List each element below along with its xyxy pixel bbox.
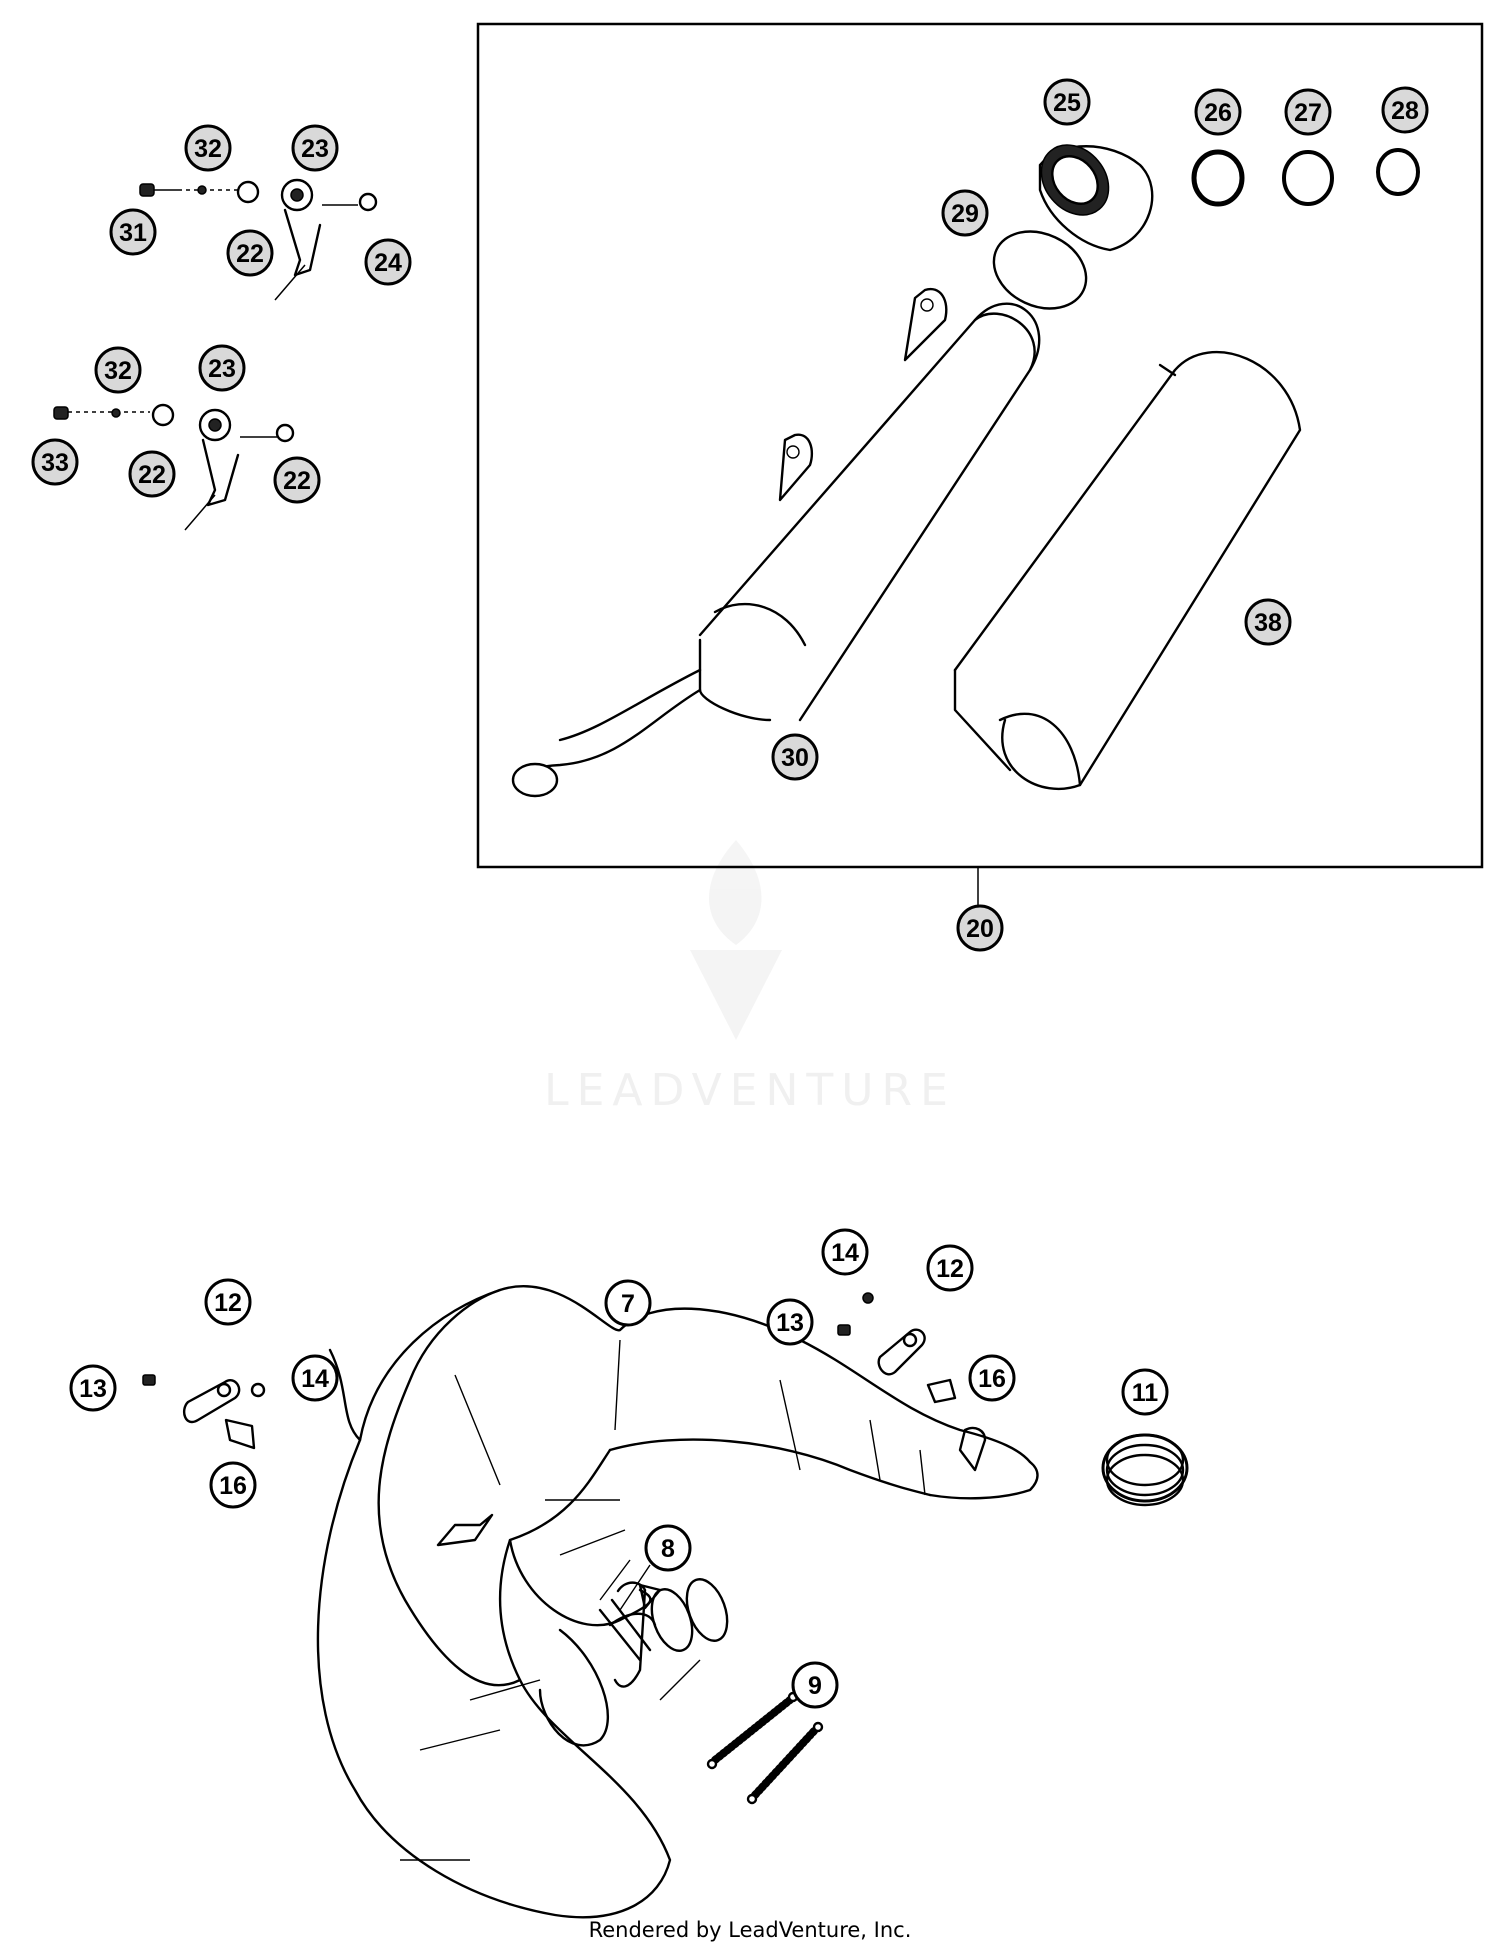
svg-text:7: 7 — [621, 1290, 635, 1318]
svg-text:12: 12 — [214, 1289, 242, 1317]
svg-text:26: 26 — [1204, 99, 1232, 127]
svg-text:13: 13 — [79, 1375, 107, 1403]
end-cap-25 — [1038, 144, 1154, 252]
callout-12-right: 12 — [926, 1244, 974, 1292]
exhaust-header-pipe-7 — [316, 1285, 1039, 1919]
callout-7: 7 — [604, 1279, 652, 1327]
mount-hardware-right — [837, 1292, 957, 1404]
leadventure-watermark: LEADVENTURE — [544, 840, 956, 1116]
callout-26: 26 — [1194, 88, 1242, 136]
sleeve-11 — [1101, 1433, 1189, 1507]
svg-text:16: 16 — [219, 1472, 247, 1500]
callout-9: 9 — [791, 1661, 839, 1709]
callout-28: 28 — [1381, 86, 1429, 134]
svg-text:16: 16 — [978, 1365, 1006, 1393]
svg-text:32: 32 — [194, 135, 222, 163]
rendered-by-footer: Rendered by LeadVenture, Inc. — [588, 1918, 912, 1942]
callout-22-upper: 22 — [226, 229, 274, 277]
svg-text:23: 23 — [301, 135, 329, 163]
svg-text:24: 24 — [374, 249, 402, 277]
svg-text:22: 22 — [236, 240, 264, 268]
svg-text:14: 14 — [301, 1365, 329, 1393]
callout-14-right: 14 — [821, 1228, 869, 1276]
callout-22-lower-right: 22 — [273, 456, 321, 504]
svg-text:11: 11 — [1132, 1379, 1159, 1407]
callout-16-right: 16 — [968, 1354, 1016, 1402]
svg-text:38: 38 — [1254, 609, 1282, 637]
silencer-kit-frame — [476, 22, 1484, 869]
callout-30: 30 — [771, 733, 819, 781]
o-rings-8 — [650, 1578, 729, 1652]
svg-text:9: 9 — [808, 1672, 822, 1700]
callout-25: 25 — [1043, 78, 1091, 126]
svg-text:25: 25 — [1053, 89, 1081, 117]
callout-32-lower: 32 — [94, 346, 142, 394]
callout-29: 29 — [941, 189, 989, 237]
callout-27: 27 — [1284, 88, 1332, 136]
svg-text:23: 23 — [208, 355, 236, 383]
callout-16-left: 16 — [209, 1461, 257, 1509]
watermark-brand-text: LEADVENTURE — [544, 1065, 956, 1116]
callout-22-lower-left: 22 — [128, 450, 176, 498]
callout-13-left: 13 — [69, 1364, 117, 1412]
callout-33: 33 — [31, 438, 79, 486]
svg-text:13: 13 — [776, 1309, 804, 1337]
ring-26 — [1191, 149, 1245, 207]
svg-text:20: 20 — [966, 915, 994, 943]
svg-text:27: 27 — [1294, 99, 1322, 127]
svg-text:31: 31 — [119, 219, 147, 247]
bracket-assembly-lower — [53, 403, 295, 531]
ring-28 — [1376, 148, 1420, 196]
callout-32-upper: 32 — [184, 124, 232, 172]
svg-text:30: 30 — [781, 744, 809, 772]
silencer-body — [511, 287, 1041, 798]
svg-text:22: 22 — [283, 467, 311, 495]
callout-20: 20 — [956, 904, 1004, 952]
svg-text:28: 28 — [1391, 97, 1419, 125]
ring-27 — [1282, 150, 1334, 206]
bracket-assembly-upper — [139, 178, 378, 301]
svg-text:14: 14 — [831, 1239, 859, 1267]
packing-wrap-38 — [953, 351, 1302, 791]
springs-9 — [706, 1691, 824, 1805]
callout-12-left: 12 — [204, 1278, 252, 1326]
callout-11: 11 — [1121, 1368, 1169, 1416]
svg-text:8: 8 — [661, 1535, 675, 1563]
callout-24: 24 — [364, 238, 412, 286]
callout-23-upper: 23 — [291, 124, 339, 172]
o-ring-29 — [992, 230, 1088, 310]
callout-23-lower: 23 — [198, 344, 246, 392]
mount-hardware-left — [142, 1374, 266, 1450]
svg-text:29: 29 — [951, 200, 979, 228]
callout-38: 38 — [1244, 598, 1292, 646]
svg-text:22: 22 — [138, 461, 166, 489]
callout-13-right: 13 — [766, 1298, 814, 1346]
svg-text:32: 32 — [104, 357, 132, 385]
callout-8: 8 — [644, 1524, 692, 1572]
callout-31: 31 — [109, 208, 157, 256]
svg-text:33: 33 — [41, 449, 69, 477]
svg-text:12: 12 — [936, 1255, 964, 1283]
callout-14-left: 14 — [291, 1354, 339, 1402]
